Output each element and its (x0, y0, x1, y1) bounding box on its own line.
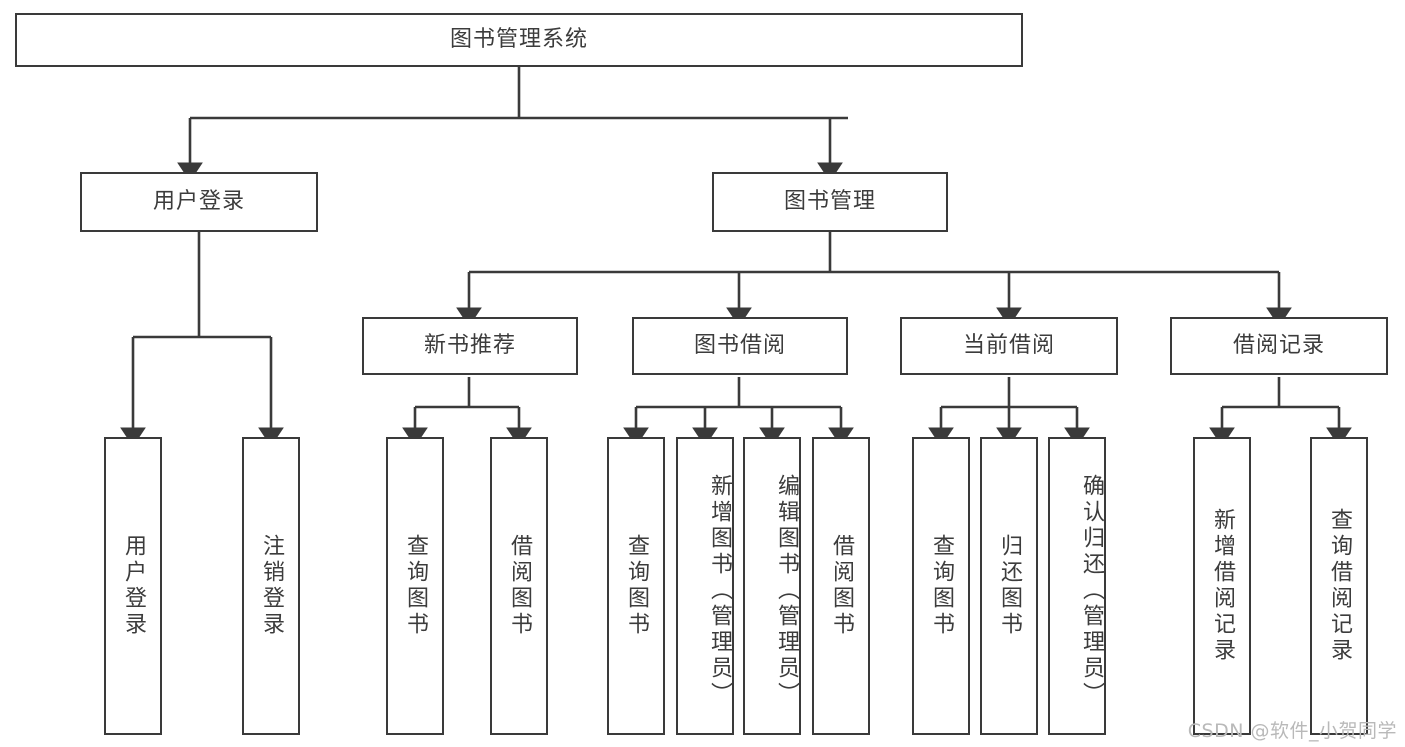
node-label: 查询借阅记录 (1326, 508, 1352, 664)
node-label: 图书借阅 (693, 333, 786, 359)
node-leaf-confirm-return[interactable]: 确认归还（管理员） (1048, 437, 1106, 735)
node-leaf-add-book[interactable]: 新增图书（管理员） (676, 437, 734, 735)
node-label: 当前借阅 (962, 333, 1055, 359)
node-label: 归还图书 (996, 534, 1022, 638)
node-label: 查询图书 (402, 534, 428, 638)
node-current-borrow[interactable]: 当前借阅 (900, 317, 1118, 375)
node-label: 注销登录 (258, 534, 284, 638)
node-user-login[interactable]: 用户登录 (80, 172, 318, 232)
node-label: 用户登录 (152, 189, 245, 215)
node-leaf-query-borrow-record[interactable]: 查询借阅记录 (1310, 437, 1368, 735)
node-book-management[interactable]: 图书管理 (712, 172, 948, 232)
node-label: 新增借阅记录 (1209, 508, 1235, 664)
node-leaf-add-borrow-record[interactable]: 新增借阅记录 (1193, 437, 1251, 735)
node-new-book-recommend[interactable]: 新书推荐 (362, 317, 578, 375)
node-book-borrow[interactable]: 图书借阅 (632, 317, 848, 375)
node-label: 借阅图书 (828, 534, 854, 638)
node-leaf-query-book-1[interactable]: 查询图书 (386, 437, 444, 735)
node-leaf-user-login[interactable]: 用户登录 (104, 437, 162, 735)
node-label: 新书推荐 (423, 333, 516, 359)
node-label: 新增图书（管理员） (707, 474, 732, 708)
node-leaf-edit-book[interactable]: 编辑图书（管理员） (743, 437, 801, 735)
csdn-watermark: CSDN @软件_小贺同学 (1187, 720, 1397, 742)
node-label: 查询图书 (928, 534, 954, 638)
node-leaf-query-book-3[interactable]: 查询图书 (912, 437, 970, 735)
node-label: 图书管理 (783, 189, 876, 215)
node-label: 借阅图书 (506, 534, 532, 638)
node-label: 编辑图书（管理员） (774, 474, 799, 708)
node-label: 用户登录 (120, 534, 146, 638)
node-leaf-borrow-book-1[interactable]: 借阅图书 (490, 437, 548, 735)
node-leaf-logout-login[interactable]: 注销登录 (242, 437, 300, 735)
node-leaf-query-book-2[interactable]: 查询图书 (607, 437, 665, 735)
node-label: 图书管理系统 (449, 27, 588, 53)
node-borrow-record[interactable]: 借阅记录 (1170, 317, 1388, 375)
node-label: 查询图书 (623, 534, 649, 638)
node-leaf-return-book[interactable]: 归还图书 (980, 437, 1038, 735)
node-label: 借阅记录 (1232, 333, 1325, 359)
node-label: 确认归还（管理员） (1079, 474, 1104, 708)
node-root-book-management-system[interactable]: 图书管理系统 (15, 13, 1023, 67)
node-leaf-borrow-book-2[interactable]: 借阅图书 (812, 437, 870, 735)
